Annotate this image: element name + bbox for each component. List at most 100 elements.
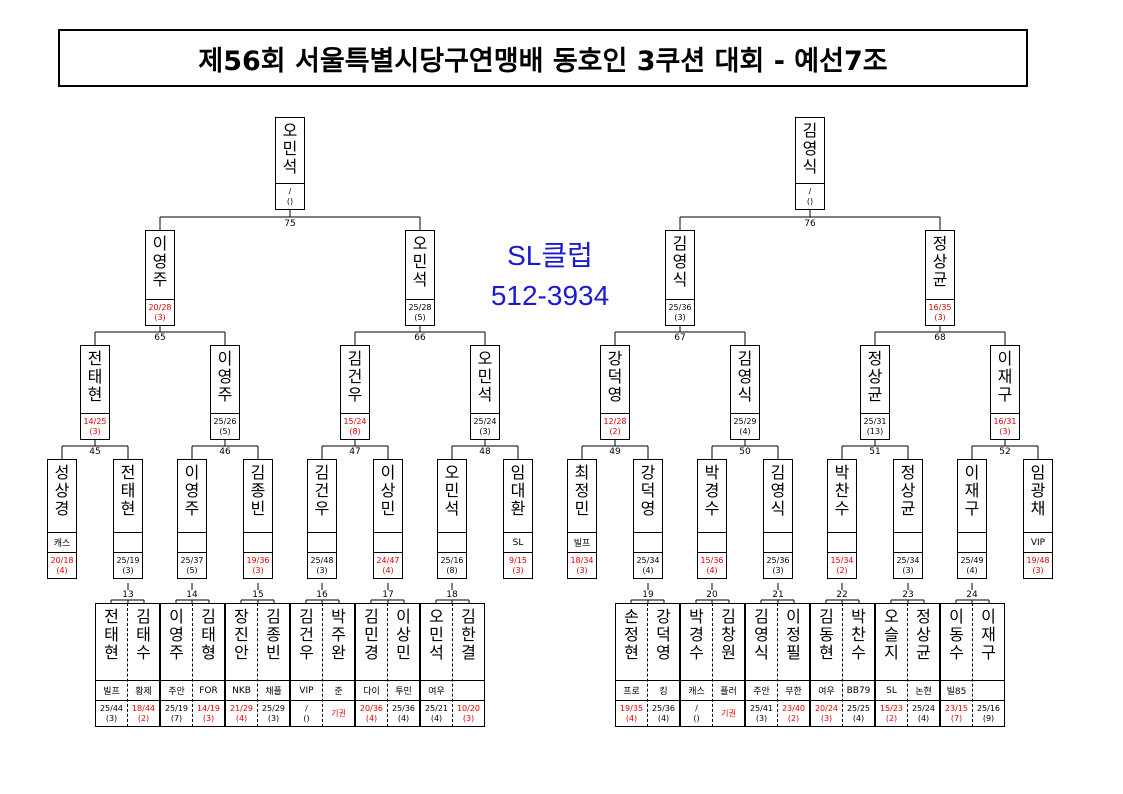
player-score: 25/29(3) bbox=[258, 700, 289, 726]
match-number: 16 bbox=[316, 590, 328, 600]
score-value: / bbox=[305, 703, 308, 713]
player-score: 25/21(4) bbox=[421, 700, 452, 726]
high-run: (3) bbox=[202, 713, 215, 723]
score-value: 9/15 bbox=[509, 555, 527, 565]
player-score: 24/47(4) bbox=[374, 552, 402, 578]
player-club: 여우 bbox=[811, 680, 842, 700]
score-value: 25/36 bbox=[651, 703, 676, 713]
player-club bbox=[764, 532, 792, 552]
player-score: 19/36(3) bbox=[244, 552, 272, 578]
match-number: 66 bbox=[414, 333, 426, 343]
match-number: 46 bbox=[219, 447, 231, 457]
high-run: (3) bbox=[462, 713, 475, 723]
high-run: (3) bbox=[934, 312, 946, 322]
sponsor-box: SL클럽 512-3934 bbox=[470, 236, 630, 316]
high-run: (2) bbox=[836, 565, 848, 575]
player-club: 투민 bbox=[388, 680, 419, 700]
player-club bbox=[114, 532, 142, 552]
player-club bbox=[453, 680, 484, 700]
score-value: 25/41 bbox=[749, 703, 774, 713]
player-club bbox=[244, 532, 272, 552]
score-value: 기권 bbox=[721, 708, 736, 718]
score-value: 19/48 bbox=[1026, 555, 1050, 565]
high-run: (5) bbox=[186, 565, 198, 575]
player-score: /() bbox=[276, 183, 304, 209]
score-value: 25/29 bbox=[261, 703, 286, 713]
player-score: 16/35(3) bbox=[926, 299, 954, 325]
score-value: 14/19 bbox=[196, 703, 221, 713]
high-run: (4) bbox=[382, 565, 394, 575]
player-score: 20/36(4) bbox=[356, 700, 387, 726]
player-club: 채플 bbox=[258, 680, 289, 700]
score-value: 23/40 bbox=[781, 703, 806, 713]
player-score: 25/25(4) bbox=[843, 700, 874, 726]
high-run: (2) bbox=[885, 713, 898, 723]
match-number: 47 bbox=[349, 447, 361, 457]
score-value: 25/26 bbox=[213, 416, 237, 426]
match-number: 68 bbox=[934, 333, 946, 343]
score-value: 18/34 bbox=[570, 555, 594, 565]
high-run: (4) bbox=[852, 713, 865, 723]
score-value: / bbox=[288, 186, 292, 196]
player-score: 25/16(9) bbox=[973, 700, 1004, 726]
player-club: VIP bbox=[1024, 532, 1052, 552]
score-value: 24/47 bbox=[376, 555, 400, 565]
player-club bbox=[308, 532, 336, 552]
player-club bbox=[634, 532, 662, 552]
score-value: 19/36 bbox=[246, 555, 270, 565]
high-run: (3) bbox=[674, 312, 686, 322]
score-value: 25/24 bbox=[911, 703, 936, 713]
player-club bbox=[894, 532, 922, 552]
score-value: / bbox=[808, 186, 812, 196]
player-score: 25/26(5) bbox=[211, 413, 239, 439]
high-run: (3) bbox=[576, 565, 588, 575]
high-run: (7) bbox=[950, 713, 963, 723]
score-value: 25/29 bbox=[733, 416, 757, 426]
sponsor-name: SL클럽 bbox=[507, 240, 593, 271]
match-number: 49 bbox=[609, 447, 621, 457]
player-club: FOR bbox=[193, 680, 224, 700]
player-score: 25/41(3) bbox=[746, 700, 777, 726]
player-score: 14/19(3) bbox=[193, 700, 224, 726]
high-run: (3) bbox=[512, 565, 524, 575]
score-value: 12/28 bbox=[603, 416, 627, 426]
high-run: (4) bbox=[706, 565, 718, 575]
match-number: 50 bbox=[739, 447, 751, 457]
score-value: 25/34 bbox=[896, 555, 920, 565]
player-club bbox=[438, 532, 466, 552]
score-value: 25/31 bbox=[863, 416, 887, 426]
high-run: (8) bbox=[446, 565, 458, 575]
player-score: 25/36(4) bbox=[648, 700, 679, 726]
player-club bbox=[178, 532, 206, 552]
match-number: 13 bbox=[122, 590, 134, 600]
player-score: 기권 bbox=[713, 700, 744, 726]
high-run: (4) bbox=[235, 713, 248, 723]
player-score: 15/36(4) bbox=[698, 552, 726, 578]
score-value: 25/36 bbox=[391, 703, 416, 713]
